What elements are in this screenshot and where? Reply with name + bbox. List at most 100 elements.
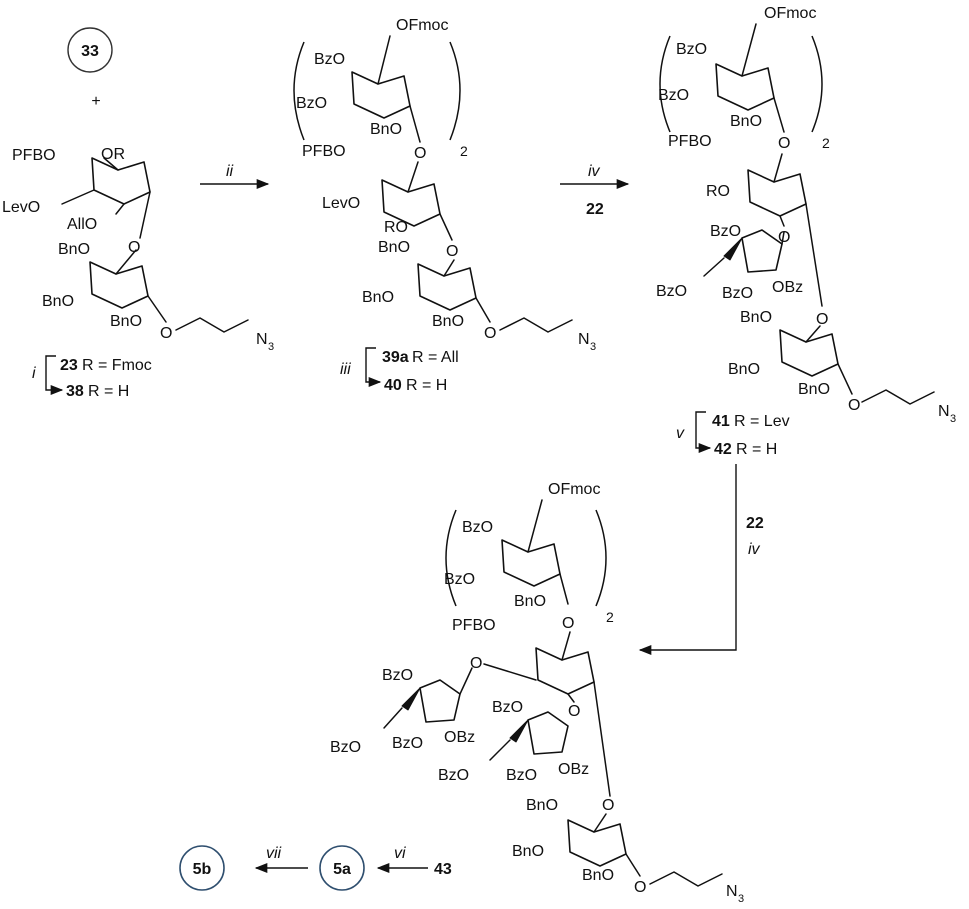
structure-39a: OFmoc 2 BzO BzO BnO O PFBO LevO RO O BnO… — [293, 17, 596, 353]
svg-text:iv: iv — [748, 541, 761, 558]
svg-text:R = H: R = H — [406, 377, 447, 394]
svg-text:i: i — [32, 365, 36, 382]
svg-text:O: O — [602, 797, 614, 814]
svg-text:BnO: BnO — [110, 313, 142, 330]
compound-33-badge: 33 — [67, 27, 113, 73]
svg-text:O: O — [128, 239, 140, 256]
svg-text:R = H: R = H — [88, 383, 129, 400]
svg-text:OFmoc: OFmoc — [396, 17, 448, 34]
svg-text:BzO: BzO — [444, 571, 475, 588]
svg-text:40: 40 — [384, 377, 402, 394]
svg-text:OFmoc: OFmoc — [764, 5, 816, 22]
step-arrow-iv-top: iv 22 — [560, 163, 630, 218]
svg-text:O: O — [816, 311, 828, 328]
svg-text:iv: iv — [588, 163, 601, 180]
svg-text:O: O — [568, 703, 580, 720]
svg-text:v: v — [676, 425, 685, 442]
svg-text:OBz: OBz — [444, 729, 475, 746]
svg-text:N: N — [938, 403, 950, 420]
svg-text:vi: vi — [394, 845, 406, 862]
plus-sign: + — [91, 93, 100, 110]
svg-text:O: O — [778, 135, 790, 152]
svg-text:3: 3 — [268, 341, 274, 353]
svg-text:LevO: LevO — [2, 199, 40, 216]
svg-text:BnO: BnO — [370, 121, 402, 138]
svg-text:BnO: BnO — [432, 313, 464, 330]
svg-text:BzO: BzO — [656, 283, 687, 300]
svg-text:RO: RO — [706, 183, 730, 200]
svg-text:PFBO: PFBO — [12, 147, 56, 164]
svg-text:BzO: BzO — [492, 699, 523, 716]
svg-text:BzO: BzO — [392, 735, 423, 752]
svg-text:41: 41 — [712, 413, 730, 430]
svg-text:PFBO: PFBO — [302, 143, 346, 160]
svg-text:BzO: BzO — [330, 739, 361, 756]
svg-text:38: 38 — [66, 383, 84, 400]
svg-text:BnO: BnO — [42, 293, 74, 310]
svg-text:42: 42 — [714, 441, 732, 458]
structure-23: PFBO OR LevO AllO O BnO BnO BnO O N 3 — [2, 146, 274, 353]
svg-text:O: O — [634, 879, 646, 896]
final-steps: 43 vi 5a vii 5b — [179, 845, 452, 891]
svg-text:PFBO: PFBO — [452, 617, 496, 634]
svg-text:O: O — [160, 325, 172, 342]
compound-5a-badge: 5a — [319, 845, 365, 891]
svg-text:3: 3 — [590, 341, 596, 353]
svg-text:LevO: LevO — [322, 195, 360, 212]
svg-text:OR: OR — [101, 146, 125, 163]
svg-text:BzO: BzO — [296, 95, 327, 112]
svg-text:vii: vii — [266, 845, 282, 862]
svg-text:BzO: BzO — [382, 667, 413, 684]
svg-text:33: 33 — [81, 43, 99, 60]
conversion-41-42: 41 R = Lev v 42 R = H — [676, 411, 790, 458]
svg-text:5a: 5a — [333, 861, 351, 878]
svg-text:BnO: BnO — [362, 289, 394, 306]
svg-text:2: 2 — [822, 135, 830, 151]
svg-text:O: O — [562, 615, 574, 632]
svg-text:ii: ii — [226, 163, 234, 180]
svg-text:iii: iii — [340, 361, 351, 378]
svg-text:BzO: BzO — [314, 51, 345, 68]
svg-text:BzO: BzO — [676, 41, 707, 58]
svg-text:R = H: R = H — [736, 441, 777, 458]
svg-text:OBz: OBz — [558, 761, 589, 778]
step-arrow-iv-bottom: 22 iv — [638, 464, 764, 656]
svg-text:PFBO: PFBO — [668, 133, 712, 150]
svg-text:BnO: BnO — [378, 239, 410, 256]
svg-text:43: 43 — [434, 861, 452, 878]
svg-text:N: N — [726, 883, 738, 900]
svg-text:BnO: BnO — [730, 113, 762, 130]
structure-41: OFmoc 2 BzO BzO BnO O PFBO RO O BzO BzO … — [656, 5, 956, 425]
svg-text:2: 2 — [606, 609, 614, 625]
svg-text:BnO: BnO — [514, 593, 546, 610]
svg-text:R = Lev: R = Lev — [734, 413, 790, 430]
svg-text:BzO: BzO — [658, 87, 689, 104]
svg-text:22: 22 — [586, 201, 604, 218]
svg-text:N: N — [256, 331, 268, 348]
svg-text:BzO: BzO — [722, 285, 753, 302]
svg-text:3: 3 — [950, 413, 956, 425]
svg-text:O: O — [848, 397, 860, 414]
svg-text:O: O — [414, 145, 426, 162]
svg-text:BnO: BnO — [512, 843, 544, 860]
svg-text:RO: RO — [384, 219, 408, 236]
svg-text:BzO: BzO — [506, 767, 537, 784]
svg-text:O: O — [446, 243, 458, 260]
svg-text:22: 22 — [746, 515, 764, 532]
svg-text:5b: 5b — [193, 861, 212, 878]
svg-text:39a: 39a — [382, 349, 409, 366]
svg-text:R = All: R = All — [412, 349, 459, 366]
svg-text:BzO: BzO — [462, 519, 493, 536]
svg-text:BzO: BzO — [438, 767, 469, 784]
svg-text:R = Fmoc: R = Fmoc — [82, 357, 152, 374]
conversion-39a-40: 39a R = All iii 40 R = H — [340, 347, 459, 394]
svg-text:2: 2 — [460, 143, 468, 159]
svg-text:BnO: BnO — [526, 797, 558, 814]
svg-text:23: 23 — [60, 357, 78, 374]
conversion-23-38: 23 R = Fmoc i 38 R = H — [32, 355, 152, 400]
svg-text:N: N — [578, 331, 590, 348]
svg-text:BnO: BnO — [582, 867, 614, 884]
svg-text:3: 3 — [738, 893, 744, 905]
svg-text:O: O — [470, 655, 482, 672]
